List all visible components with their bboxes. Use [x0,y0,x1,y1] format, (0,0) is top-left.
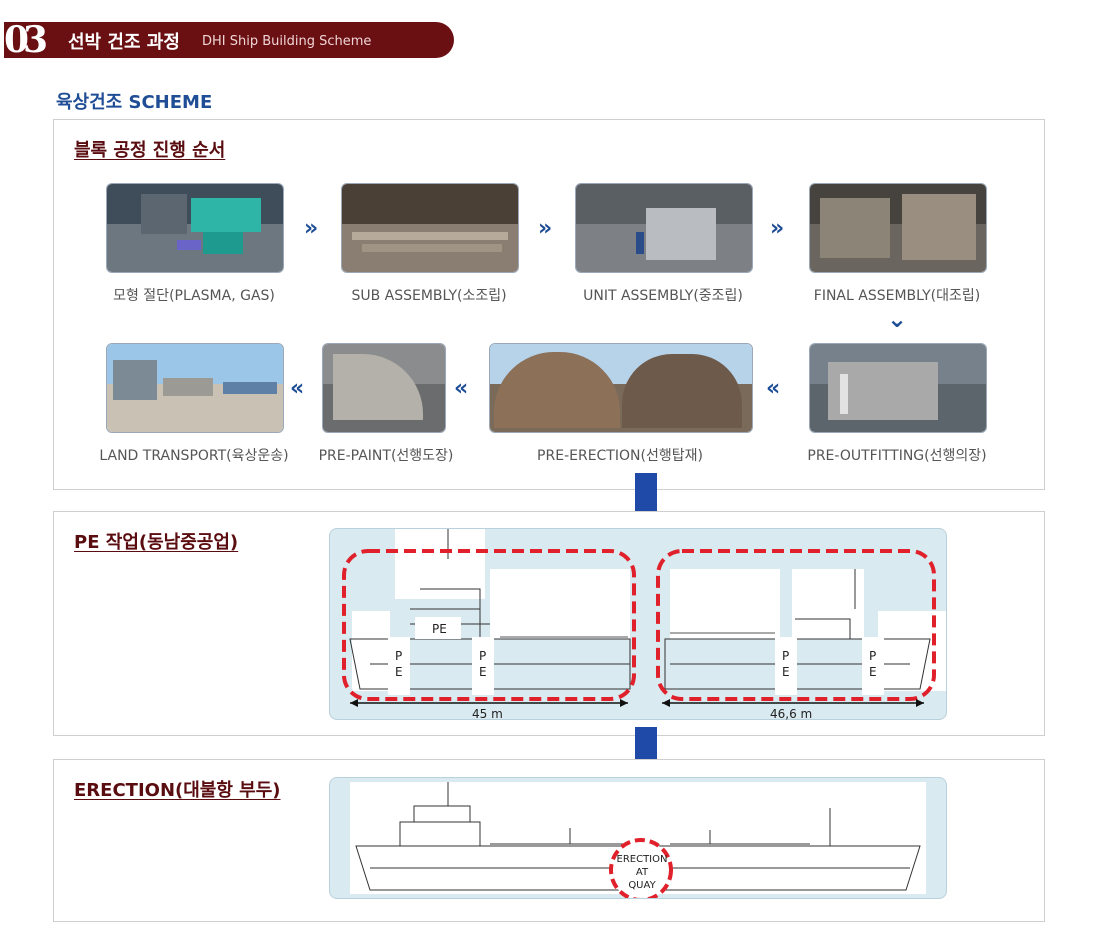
right-length-label: 46,6 m [770,707,813,721]
photo-final-assembly [809,183,987,273]
arrow-right-icon: » [770,216,785,241]
step-caption: 모형 절단(PLASMA, GAS) [113,288,275,304]
arrow-right-icon: » [304,216,319,241]
section-title: 선박 건조 과정 [68,32,180,53]
block-process-title: 블록 공정 진행 순서 [74,140,226,161]
arrow-left-icon: « [290,376,305,401]
pe-ship-drawing [342,529,946,707]
photo-sub-assembly [341,183,519,273]
step-caption: SUB ASSEMBLY(소조립) [351,288,507,304]
photo-pre-erection [489,343,753,433]
arrow-down-icon: ⌄ [887,305,908,333]
step-caption: PRE-ERECTION(선행탑재) [537,448,703,464]
section-number: 03 [4,19,48,61]
pe-p-label: P [395,649,403,663]
erection-circle-text: QUAY [628,880,656,891]
photo-pre-outfitting [809,343,987,433]
pe-p-label: P [782,649,790,663]
photo-pre-paint [322,343,446,433]
arrow-left-icon: « [454,376,469,401]
pe-label: PE [432,622,447,636]
left-length-label: 45 m [472,707,503,721]
block-process-box: 블록 공정 진행 순서 » » » 모형 절단(PLASMA, GAS) SUB… [53,119,1045,490]
pe-p-label: P [869,649,877,663]
pe-e-label: E [479,665,487,679]
arrow-left-icon: « [766,376,781,401]
photo-plasma-cutting [106,183,284,273]
step-caption: LAND TRANSPORT(육상운송) [99,448,289,464]
step-caption: UNIT ASSEMBLY(중조립) [583,288,743,304]
step-caption: PRE-PAINT(선행도장) [318,448,454,464]
erection-diagram-panel: ERECTION AT QUAY [329,777,947,902]
pe-e-label: E [782,665,790,679]
photo-unit-assembly [575,183,753,273]
pe-diagram-panel: PE P E P E P E P E 45 m 46,6 m [329,528,947,721]
section-subtitle: DHI Ship Building Scheme [202,34,372,49]
erection-circle-text: AT [635,867,649,878]
section-header-bar [4,22,454,58]
erection-title: ERECTION(대불항 부두) [74,780,281,801]
scheme-heading: 육상건조 SCHEME [56,92,213,113]
arrow-right-icon: » [538,216,553,241]
erection-circle-text: ERECTION [616,854,668,865]
step-caption: PRE-OUTFITTING(선행의장) [807,448,987,464]
erection-ship-drawing [350,782,926,902]
photo-land-transport [106,343,284,433]
pe-e-label: E [395,665,403,679]
pe-work-title: PE 작업(동남중공업) [74,532,239,553]
pe-p-label: P [479,649,487,663]
pe-e-label: E [869,665,877,679]
step-caption: FINAL ASSEMBLY(대조립) [813,288,981,304]
